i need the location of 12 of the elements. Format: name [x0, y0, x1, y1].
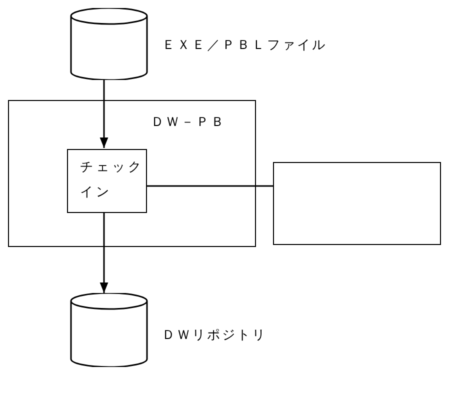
external-system-box: [273, 162, 441, 245]
connector-line: [146, 185, 273, 187]
arrow: [100, 80, 108, 148]
arrow: [100, 212, 108, 293]
cylinder-caption: ＥＸＥ／ＰＢＬファイル: [162, 37, 327, 54]
database-cylinder: [70, 8, 148, 80]
system-frame: [8, 100, 256, 247]
database-cylinder: [70, 293, 148, 367]
cylinder-caption: ＤＷリポジトリ: [162, 327, 267, 344]
box-label: チェックイン: [80, 159, 145, 202]
process-box: [67, 149, 147, 213]
frame-title: ＤＷ－ＰＢ: [151, 114, 226, 131]
